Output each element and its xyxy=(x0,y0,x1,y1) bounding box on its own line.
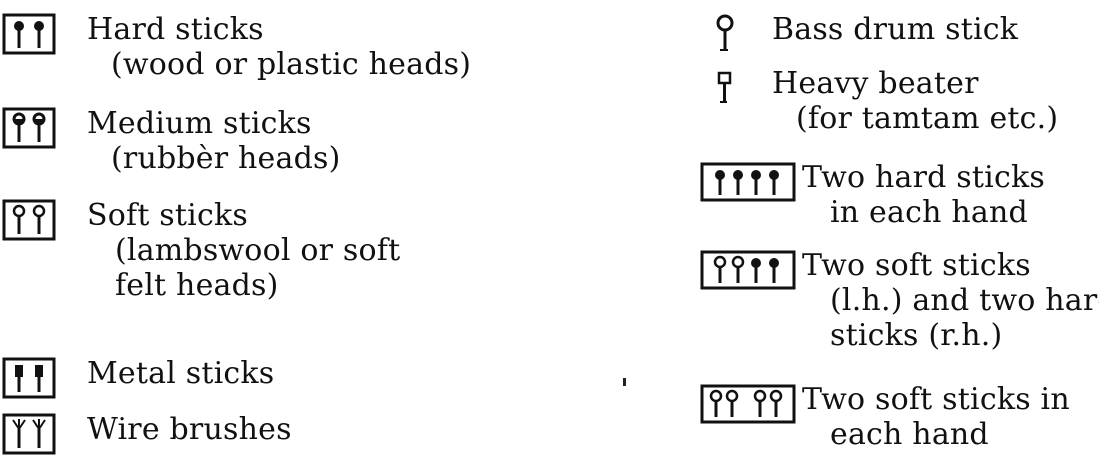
two-soft-two-hard-sticks-icon xyxy=(700,250,796,290)
stray-mark xyxy=(623,378,626,386)
legend-description: (for tamtam etc.) xyxy=(796,101,1059,136)
legend-description: (l.h.) and two hard xyxy=(830,283,1099,318)
two-hard-sticks-each-hand-icon xyxy=(700,162,796,202)
metal-sticks-icon xyxy=(2,357,56,399)
legend-label: Two hard sticks xyxy=(802,160,1045,195)
legend-text: Metal sticks xyxy=(87,356,274,391)
legend-label: Hard sticks xyxy=(87,12,264,47)
legend-text: Two soft sticks (l.h.) and two hard stic… xyxy=(802,248,1099,353)
legend-text: Two hard sticks in each hand xyxy=(802,160,1045,230)
legend-description: (lambswool or soft xyxy=(115,233,401,268)
legend-label: Heavy beater xyxy=(772,66,979,101)
legend-label: Wire brushes xyxy=(87,412,292,447)
legend-text: Hard sticks (wood or plastic heads) xyxy=(87,12,471,82)
legend-right-column: Bass drum stick Heavy beater (for tamtam… xyxy=(700,0,1099,462)
heavy-beater-icon xyxy=(717,71,732,103)
two-soft-sticks-each-hand-icon xyxy=(700,384,796,424)
legend-description: (wood or plastic heads) xyxy=(111,47,472,82)
wire-brushes-icon xyxy=(2,413,56,455)
medium-sticks-icon xyxy=(2,107,56,149)
bass-drum-stick-icon xyxy=(716,14,734,51)
legend-description: each hand xyxy=(830,417,989,452)
legend-text: Wire brushes xyxy=(87,412,292,447)
legend-label: Two soft sticks xyxy=(802,248,1031,283)
legend-label: Bass drum stick xyxy=(772,12,1019,47)
legend-description: in each hand xyxy=(830,195,1028,230)
legend-label: Metal sticks xyxy=(87,356,275,391)
legend-left-column: Hard sticks (wood or plastic heads) Medi… xyxy=(0,0,520,462)
legend-label: Soft sticks xyxy=(87,198,248,233)
legend-text: Soft sticks (lambswool or soft felt head… xyxy=(87,198,400,303)
legend-text: Heavy beater (for tamtam etc.) xyxy=(772,66,1058,136)
legend-text: Medium sticks (rubbèr heads) xyxy=(87,106,340,176)
legend-label: Medium sticks xyxy=(87,106,312,141)
legend-description: felt heads) xyxy=(115,268,279,303)
hard-sticks-icon xyxy=(2,13,56,55)
legend-description: sticks (r.h.) xyxy=(830,318,1003,353)
soft-sticks-icon xyxy=(2,199,56,241)
legend-label: Two soft sticks in xyxy=(802,382,1070,417)
legend-text: Bass drum stick xyxy=(772,12,1018,47)
legend-text: Two soft sticks in each hand xyxy=(802,382,1070,452)
legend-description: (rubbèr heads) xyxy=(111,141,341,176)
